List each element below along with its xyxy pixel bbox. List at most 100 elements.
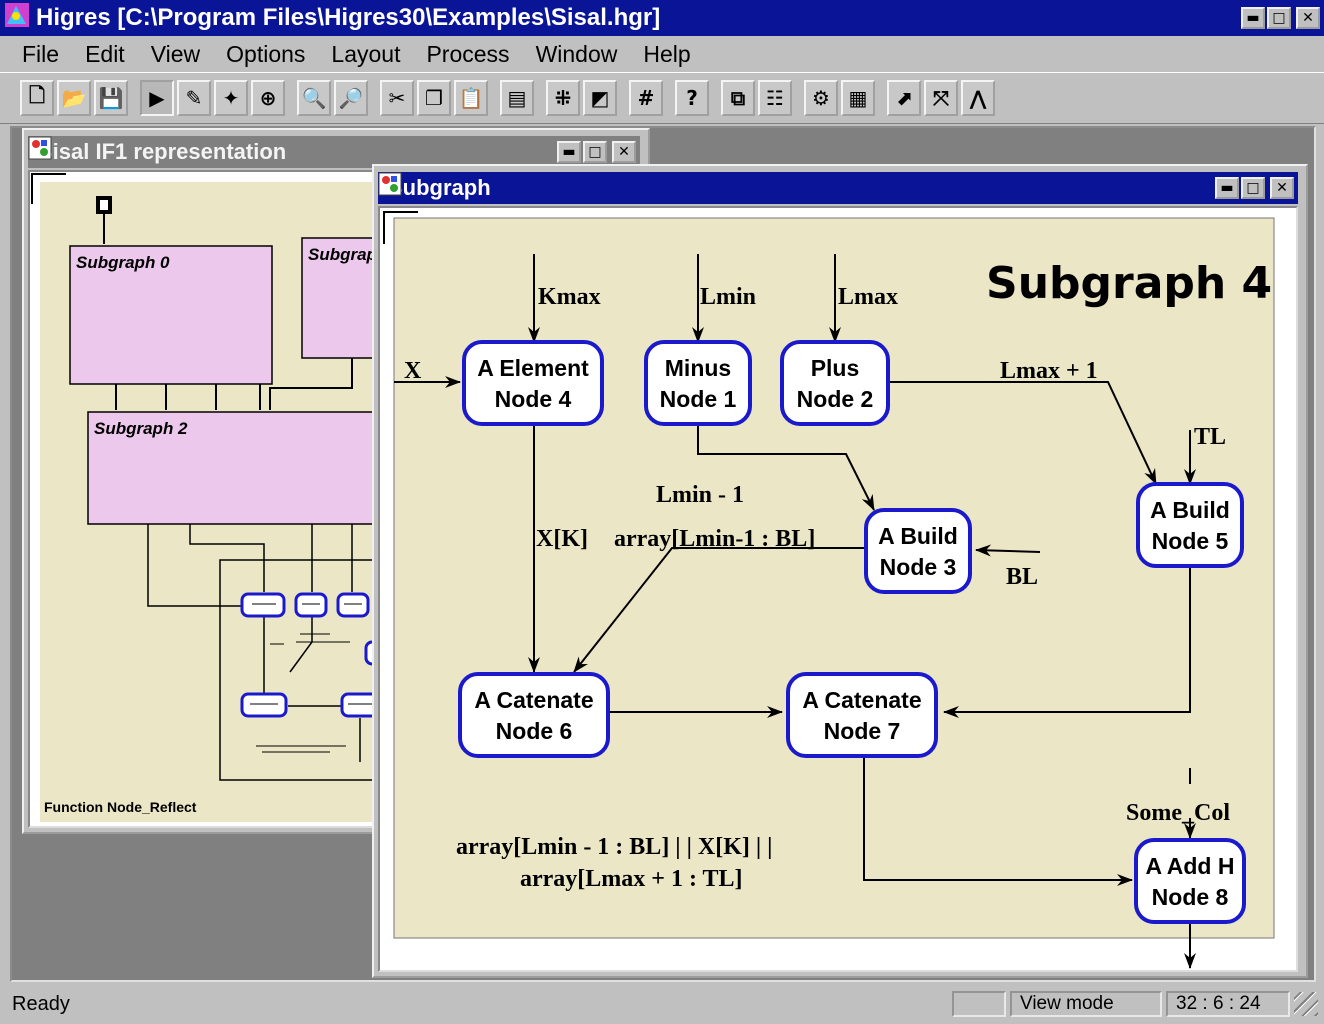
subgraph-close-button[interactable]: ✕ xyxy=(1270,177,1294,199)
object-list-button[interactable]: ⧉ xyxy=(721,80,755,116)
menu-edit[interactable]: Edit xyxy=(85,40,125,67)
toolbar-group: ⁜◩ xyxy=(546,80,617,116)
label-some-col: Some_Col xyxy=(1126,800,1230,826)
function-footer: Function Node_Reflect xyxy=(44,799,197,815)
subgraph-window-title: Subgraph xyxy=(388,175,491,200)
label-lmin: Lmin xyxy=(700,284,756,310)
align-nodes-button[interactable]: ⁜ xyxy=(546,80,580,116)
node-2-label-2: Node 2 xyxy=(797,386,874,412)
status-empty-panel xyxy=(952,991,1006,1017)
minimize-button[interactable]: ▬ xyxy=(1241,7,1265,29)
align-nodes-icon: ⁜ xyxy=(554,86,572,110)
subgraph-0-label: Subgraph 0 xyxy=(76,253,170,272)
toolbar: 🗋📂💾▶✎✦⊕🔍🔎✂❐📋▤⁜◩#?⧉☷⚙▦⬈⤧⋀ xyxy=(0,72,1324,124)
select-arrow-icon: ▶ xyxy=(149,86,165,110)
node-2[interactable] xyxy=(780,340,890,426)
app-title-bar[interactable]: Higres [C:\Program Files\Higres30\Exampl… xyxy=(0,0,1324,36)
subgraph-maximize-button[interactable]: □ xyxy=(1241,177,1265,199)
node-5-label-1: A Build xyxy=(1150,497,1230,523)
mini-node-4[interactable] xyxy=(240,592,286,618)
magic-wand-button[interactable]: ✦ xyxy=(214,80,248,116)
node-3[interactable] xyxy=(864,508,972,594)
grid-button[interactable]: # xyxy=(629,80,663,116)
mini-node-6[interactable] xyxy=(240,692,288,718)
label-result-1: array[Lmin - 1 : BL] | | X[K] | | xyxy=(456,834,772,860)
zoom-out-button[interactable]: 🔎 xyxy=(334,80,368,116)
tree-button[interactable]: ⚙ xyxy=(804,80,838,116)
menu-process[interactable]: Process xyxy=(426,40,510,67)
close-button[interactable]: ✕ xyxy=(1296,7,1320,29)
menu-view[interactable]: View xyxy=(150,40,201,67)
select-arrow-button[interactable]: ▶ xyxy=(140,80,174,116)
table-button[interactable]: ▦ xyxy=(841,80,875,116)
subgraph-2-box[interactable] xyxy=(87,411,379,525)
mini-node-1[interactable] xyxy=(294,592,328,618)
new-file-button[interactable]: 🗋 xyxy=(20,80,54,116)
node-1[interactable] xyxy=(644,340,752,426)
toolbar-group: ▤ xyxy=(500,80,534,116)
maximize-button[interactable]: □ xyxy=(1267,7,1291,29)
subgraph-minimize-button[interactable]: ▬ xyxy=(1215,177,1239,199)
zoom-in-button[interactable]: 🔍 xyxy=(297,80,331,116)
label-xk: X[K] xyxy=(536,526,588,552)
node-3-label-1: A Build xyxy=(878,523,958,549)
cut-button[interactable]: ✂ xyxy=(380,80,414,116)
save-button[interactable]: 💾 xyxy=(94,80,128,116)
menu-file[interactable]: File xyxy=(22,40,60,67)
toolbar-group: ⚙▦ xyxy=(804,80,875,116)
zoom-in-icon: 🔍 xyxy=(301,86,327,110)
graph-icon: ⋀ xyxy=(969,86,987,110)
run-button[interactable]: ⬈ xyxy=(887,80,921,116)
subgraph-window-title-bar[interactable]: Subgraph ▬ □ ✕ xyxy=(378,172,1298,204)
node-6[interactable] xyxy=(458,672,610,758)
input-port xyxy=(96,196,112,214)
paste-button[interactable]: 📋 xyxy=(454,80,488,116)
sisal-minimize-button[interactable]: ▬ xyxy=(557,141,581,163)
node-8[interactable] xyxy=(1134,838,1246,924)
node-4-label-1: A Element xyxy=(477,355,589,381)
sisal-close-button[interactable]: ✕ xyxy=(612,141,636,163)
subgraph-window[interactable]: Subgraph ▬ □ ✕ Subgraph 4 xyxy=(372,164,1308,978)
subgraph-1-label: Subgrap xyxy=(308,245,377,264)
edge-lmax-plus-1 xyxy=(888,381,1157,485)
scale-button[interactable]: ⤧ xyxy=(924,80,958,116)
label-kmax: Kmax xyxy=(538,284,601,310)
help-context-icon: ? xyxy=(686,86,698,110)
node-4[interactable] xyxy=(462,340,604,426)
open-folder-icon: 📂 xyxy=(61,86,87,110)
subgraph-0-box[interactable] xyxy=(69,245,273,385)
sisal-maximize-button[interactable]: □ xyxy=(583,141,607,163)
node-7[interactable] xyxy=(786,672,938,758)
properties-button[interactable]: ☷ xyxy=(758,80,792,116)
menu-window[interactable]: Window xyxy=(535,40,618,67)
open-folder-button[interactable]: 📂 xyxy=(57,80,91,116)
app-icon xyxy=(4,2,30,35)
run-icon: ⬈ xyxy=(895,86,913,110)
sisal-window-title-bar[interactable]: Sisal IF1 representation ▬ □ ✕ xyxy=(28,136,640,168)
layout-button[interactable]: ◩ xyxy=(583,80,617,116)
node-5[interactable] xyxy=(1136,482,1244,568)
subgraph-canvas[interactable]: Subgraph 4 xyxy=(378,206,1298,972)
mini-node-2[interactable] xyxy=(336,592,370,618)
paste-icon: 📋 xyxy=(458,86,484,110)
menu-layout[interactable]: Layout xyxy=(331,40,401,67)
menu-bar: File Edit View Options Layout Process Wi… xyxy=(0,36,1324,72)
menu-help[interactable]: Help xyxy=(643,40,691,67)
node-4-label-2: Node 4 xyxy=(495,386,572,412)
subgraph-1-box[interactable] xyxy=(301,237,383,359)
toolbar-group: 🗋 📂 💾 xyxy=(20,80,128,116)
resize-grip[interactable] xyxy=(1294,992,1318,1016)
node-2-label-1: Plus xyxy=(811,355,860,381)
node-1-label-1: Minus xyxy=(665,355,731,381)
node-tool-button[interactable]: ⊕ xyxy=(251,80,285,116)
cut-icon: ✂ xyxy=(388,86,406,110)
app-title: Higres [C:\Program Files\Higres30\Exampl… xyxy=(36,4,661,31)
subgraph-heading: Subgraph 4 xyxy=(986,258,1272,309)
menu-options[interactable]: Options xyxy=(226,40,306,67)
label-lmax-plus-1: Lmax + 1 xyxy=(1000,358,1098,384)
graph-button[interactable]: ⋀ xyxy=(961,80,995,116)
help-context-button[interactable]: ? xyxy=(675,80,709,116)
clipboard-image-button[interactable]: ▤ xyxy=(500,80,534,116)
draw-edge-button[interactable]: ✎ xyxy=(177,80,211,116)
copy-button[interactable]: ❐ xyxy=(417,80,451,116)
